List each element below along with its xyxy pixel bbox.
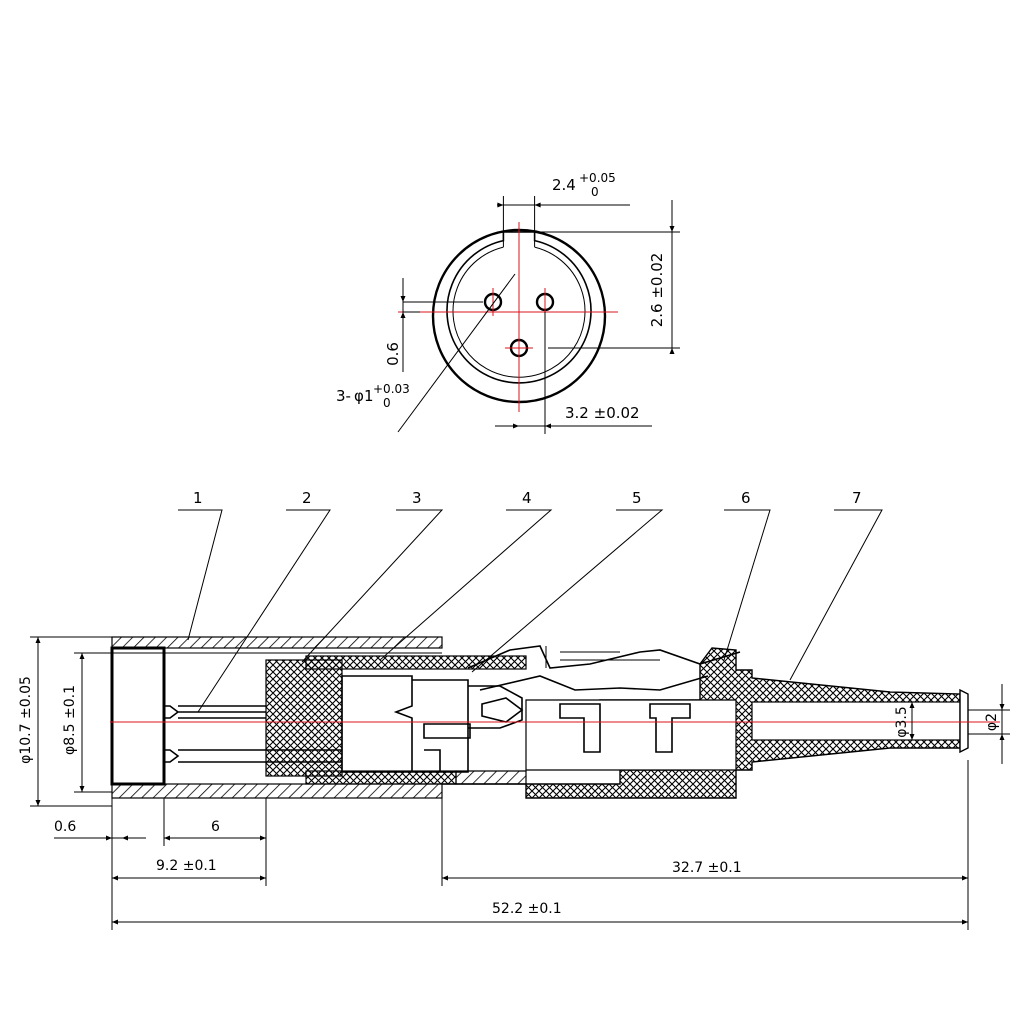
dim-pin-hole-tol-lower: 0	[383, 396, 391, 410]
dim-tip-dia-value: φ2	[984, 713, 1000, 731]
dim-front-gap	[54, 835, 146, 841]
callout-6: 6	[741, 489, 751, 507]
dim-cable-dia-value: φ3.5	[894, 706, 910, 738]
shell-top-wall	[111, 636, 443, 649]
dim-pin-offset-value: 0.6	[384, 342, 402, 366]
callout-1: 1	[193, 489, 203, 507]
dim-pin-hole-symbol: φ	[354, 387, 364, 405]
cable-clamp-front	[559, 703, 691, 753]
dim-extension-lines	[111, 760, 969, 930]
dim-front-gap-value: 0.6	[54, 819, 76, 835]
dim-inner-dia-value: φ8.5 ±0.1	[62, 685, 78, 755]
dim-pin-spacing-value: 3.2 ±0.02	[565, 404, 640, 422]
boot-tip	[959, 688, 969, 754]
dim-rear-length	[442, 875, 968, 881]
dim-pin-hole-leader	[397, 273, 516, 433]
dim-rear-length-value: 32.7 ±0.1	[672, 860, 742, 876]
callout-7: 7	[852, 489, 862, 507]
dim-slot-width	[497, 196, 630, 232]
callout-4: 4	[522, 489, 532, 507]
insulator-block	[265, 659, 343, 777]
dim-pin-hole-tol-upper: +0.03	[373, 382, 410, 396]
callout-leaders	[178, 509, 883, 713]
dim-slot-width-tol-lower: 0	[591, 185, 599, 199]
dim-pin-offset	[400, 278, 483, 372]
contact-pin-upper	[164, 705, 266, 719]
dim-pin-length-value: 6	[211, 819, 220, 835]
dim-pin-hole-value: 1	[364, 387, 374, 405]
contact-housing-step	[423, 723, 471, 772]
dim-pin-length	[164, 835, 266, 841]
boot-inner-cavity	[525, 699, 737, 771]
shell-bottom-wall	[111, 783, 443, 799]
dim-inner-dia	[74, 652, 164, 793]
callout-5: 5	[632, 489, 642, 507]
dim-slot-width-value: 2.4	[552, 176, 576, 194]
dim-cable-dia	[909, 702, 915, 740]
section-view: 1 2 3 4 5 6 7 φ10.7 ±0.05 φ8.5 ±0.1	[18, 489, 1010, 930]
dim-slot-width-tol-upper: +0.05	[579, 171, 616, 185]
latch-spring	[467, 645, 741, 691]
dim-outer-dia	[30, 636, 112, 807]
dim-pin-spacing	[495, 312, 652, 434]
dim-slot-depth	[534, 200, 680, 354]
callout-3: 3	[412, 489, 422, 507]
contact-pin-lower	[164, 749, 342, 763]
dim-front-length-value: 9.2 ±0.1	[156, 858, 217, 874]
dim-slot-depth-value: 2.6 ±0.02	[648, 253, 666, 328]
dim-outer-dia-value: φ10.7 ±0.05	[18, 676, 34, 764]
insulator-sleeve-top	[305, 655, 527, 670]
front-socket-ring	[446, 231, 592, 384]
contact-tip	[481, 697, 524, 723]
callout-2: 2	[302, 489, 312, 507]
insulator-sleeve-bottom	[305, 770, 457, 785]
dim-pin-hole-prefix: 3-	[336, 387, 351, 405]
dim-total-length-value: 52.2 ±0.1	[492, 901, 562, 917]
boot-cable-channel	[751, 701, 961, 741]
insulator-collar-bottom	[455, 770, 527, 785]
front-view: 2.4 +0.05 0 2.6 ±0.02 0.6 3.2 ±0.02 3-	[336, 171, 680, 434]
dim-front-length	[112, 875, 266, 881]
latch-spring-inner	[545, 646, 660, 668]
shell-front-face	[110, 646, 166, 786]
dim-total-length	[112, 919, 968, 925]
dim-tip-dia	[968, 684, 1010, 764]
